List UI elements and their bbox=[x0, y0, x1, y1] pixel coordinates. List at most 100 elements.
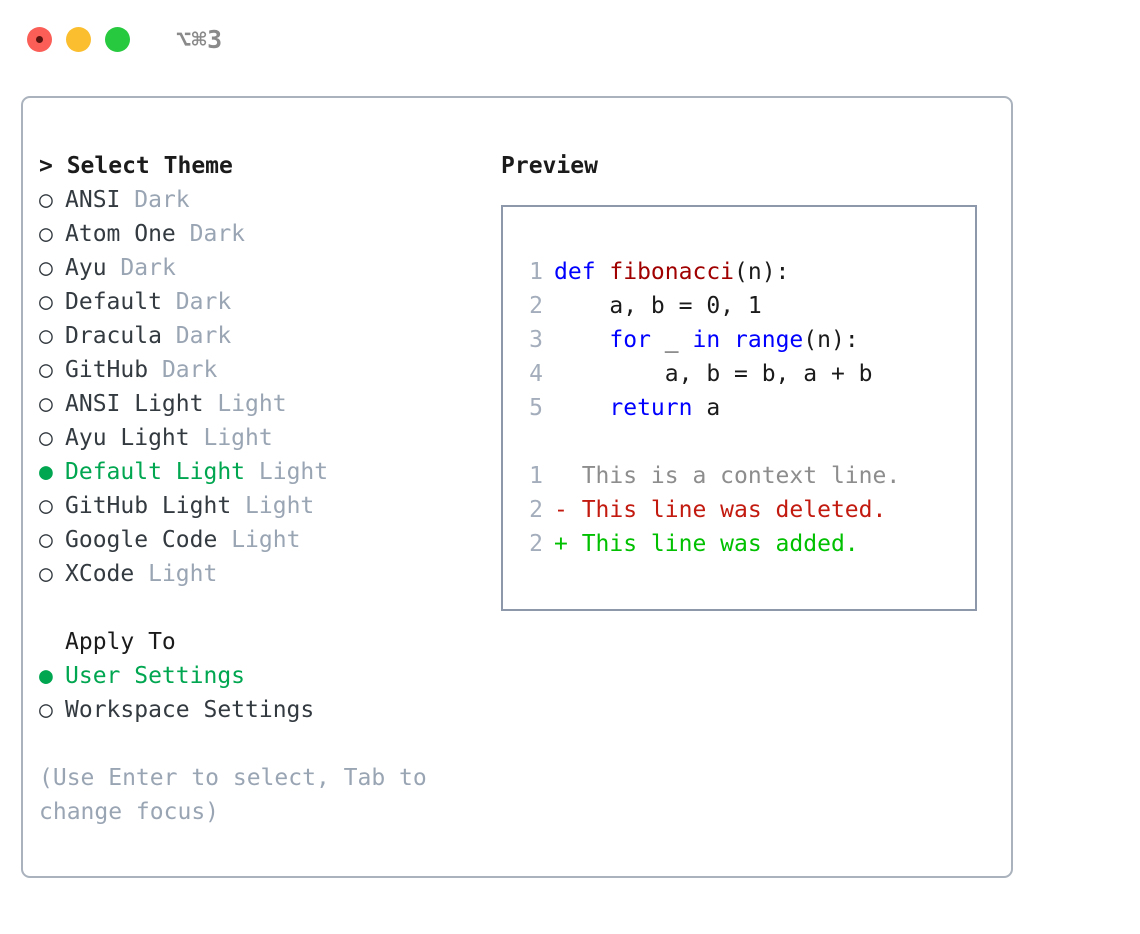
theme-option-label: ANSI bbox=[65, 187, 121, 213]
code-token: fibonacci bbox=[609, 259, 735, 285]
theme-option-label: Default bbox=[65, 289, 162, 315]
theme-option-badge: Light bbox=[231, 527, 301, 553]
apply-to-option-list: ● User Settings ○ Workspace Settings bbox=[39, 659, 479, 727]
code-line: 5 return a bbox=[517, 391, 975, 425]
code-token: _ bbox=[650, 327, 693, 353]
radio-selected-icon: ● bbox=[39, 459, 53, 485]
diff-text: + This line was added. bbox=[554, 531, 859, 557]
radio-unselected-icon: ○ bbox=[39, 255, 53, 281]
radio-unselected-icon: ○ bbox=[39, 425, 53, 451]
code-token bbox=[554, 327, 609, 353]
theme-option-badge: Dark bbox=[161, 357, 218, 383]
code-token: return bbox=[609, 395, 693, 421]
theme-option-atom-one[interactable]: ○ Atom One Dark bbox=[39, 217, 479, 251]
code-token bbox=[554, 395, 609, 421]
preview-title: Preview bbox=[501, 153, 598, 179]
code-line: 3 for _ in range(n): bbox=[517, 323, 975, 357]
title-bar: ⌥⌘3 bbox=[0, 0, 1140, 78]
theme-option-badge: Light bbox=[258, 459, 329, 485]
apply-to-option-workspace-settings[interactable]: ○ Workspace Settings bbox=[39, 693, 479, 727]
code-token: range bbox=[734, 327, 804, 353]
radio-unselected-icon: ○ bbox=[39, 289, 53, 315]
theme-option-github[interactable]: ○ GitHub Dark bbox=[39, 353, 479, 387]
diff-line: 1 This is a context line. bbox=[517, 459, 975, 493]
theme-selector-column: > Select Theme ○ANSI Dark○Atom One Dark○… bbox=[39, 149, 479, 829]
theme-option-ansi-light[interactable]: ○ ANSI Light Light bbox=[39, 387, 479, 421]
apply-to-option-user-settings[interactable]: ● User Settings bbox=[39, 659, 479, 693]
radio-unselected-icon: ○ bbox=[39, 221, 53, 247]
code-token: in bbox=[692, 327, 721, 353]
apply-to-option-label: Workspace Settings bbox=[65, 697, 315, 723]
theme-option-badge: Dark bbox=[134, 187, 190, 213]
theme-option-xcode[interactable]: ○XCode Light bbox=[39, 557, 479, 591]
theme-option-ayu-light[interactable]: ○ Ayu Light Light bbox=[39, 421, 479, 455]
diff-text: - This line was deleted. bbox=[554, 497, 887, 523]
code-token: for bbox=[609, 327, 651, 353]
theme-option-default[interactable]: ○ Default Dark bbox=[39, 285, 479, 319]
maximize-button[interactable] bbox=[105, 26, 130, 52]
diff-text: This is a context line. bbox=[554, 463, 901, 489]
theme-option-github-light[interactable]: ○ GitHub Light Light bbox=[39, 489, 479, 523]
radio-unselected-icon: ○ bbox=[39, 357, 53, 383]
theme-option-google-code[interactable]: ○ Google Code Light bbox=[39, 523, 479, 557]
traffic-light-group bbox=[27, 26, 130, 52]
theme-option-badge: Light bbox=[245, 493, 315, 519]
code-token: a bbox=[692, 395, 721, 421]
minimize-button[interactable] bbox=[66, 26, 91, 52]
theme-option-label: Default Light bbox=[65, 459, 246, 485]
line-number: 4 bbox=[529, 361, 543, 387]
diff-line: 2 + This line was added. bbox=[517, 527, 975, 561]
line-number: 1 bbox=[529, 463, 543, 489]
keyboard-hint: (Use Enter to select, Tab to change focu… bbox=[39, 765, 441, 825]
line-number: 3 bbox=[529, 327, 543, 353]
select-theme-header: > Select Theme bbox=[39, 153, 233, 179]
radio-unselected-icon: ○ bbox=[39, 697, 53, 723]
theme-option-label: Ayu Light bbox=[65, 425, 190, 451]
radio-selected-icon: ● bbox=[39, 663, 53, 689]
radio-unselected-icon: ○ bbox=[39, 323, 53, 349]
diff-sample: 1 This is a context line. 2 - This line wa… bbox=[517, 459, 975, 561]
diff-line: 2 - This line was deleted. bbox=[517, 493, 975, 527]
theme-option-list: ○ ANSI Dark ○ Atom One Dark ○ Ayu Dark ○ Defaul… bbox=[39, 183, 479, 591]
apply-to-header: Apply To bbox=[65, 629, 176, 655]
close-button[interactable] bbox=[27, 26, 52, 52]
theme-option-default-light[interactable]: ● Default Light Light bbox=[39, 455, 479, 489]
theme-option-label: Google Code bbox=[65, 527, 218, 553]
radio-unselected-icon: ○ bbox=[39, 527, 53, 553]
theme-option-badge: Dark bbox=[120, 255, 176, 281]
theme-option-badge: Light bbox=[203, 425, 273, 451]
theme-option-label: Dracula bbox=[65, 323, 162, 349]
theme-option-ansi[interactable]: ○ ANSI Dark bbox=[39, 183, 479, 217]
line-number: 2 bbox=[529, 497, 543, 523]
theme-option-label: Ayu bbox=[65, 255, 107, 281]
apply-to-option-label: User Settings bbox=[65, 663, 246, 689]
theme-option-label: GitHub Light bbox=[65, 493, 232, 519]
radio-unselected-icon: ○ bbox=[39, 187, 53, 213]
theme-option-label: GitHub bbox=[65, 357, 149, 383]
radio-unselected-icon: ○ bbox=[39, 391, 53, 417]
radio-unselected-icon: ○ bbox=[39, 493, 53, 519]
theme-option-badge: Light bbox=[217, 391, 287, 417]
line-number: 2 bbox=[529, 293, 543, 319]
theme-option-ayu[interactable]: ○ Ayu Dark bbox=[39, 251, 479, 285]
theme-option-dracula[interactable]: ○Dracula Dark bbox=[39, 319, 479, 353]
code-token: a, b = b, a + b bbox=[554, 361, 873, 387]
code-token: def bbox=[554, 259, 610, 285]
code-line: 4 a, b = b, a + b bbox=[517, 357, 975, 391]
line-number: 5 bbox=[529, 395, 543, 421]
code-token: (n): bbox=[734, 259, 790, 285]
theme-option-badge: Dark bbox=[189, 221, 246, 247]
theme-option-label: ANSI Light bbox=[65, 391, 204, 417]
code-line: 2 a, b = 0, 1 bbox=[517, 289, 975, 323]
window-title: ⌥⌘3 bbox=[176, 24, 223, 54]
theme-option-label: Atom One bbox=[65, 221, 176, 247]
theme-option-label: XCode bbox=[65, 561, 135, 587]
code-token: a, b = 0, 1 bbox=[554, 293, 762, 319]
line-number: 2 bbox=[529, 531, 543, 557]
theme-option-badge: Dark bbox=[175, 289, 232, 315]
